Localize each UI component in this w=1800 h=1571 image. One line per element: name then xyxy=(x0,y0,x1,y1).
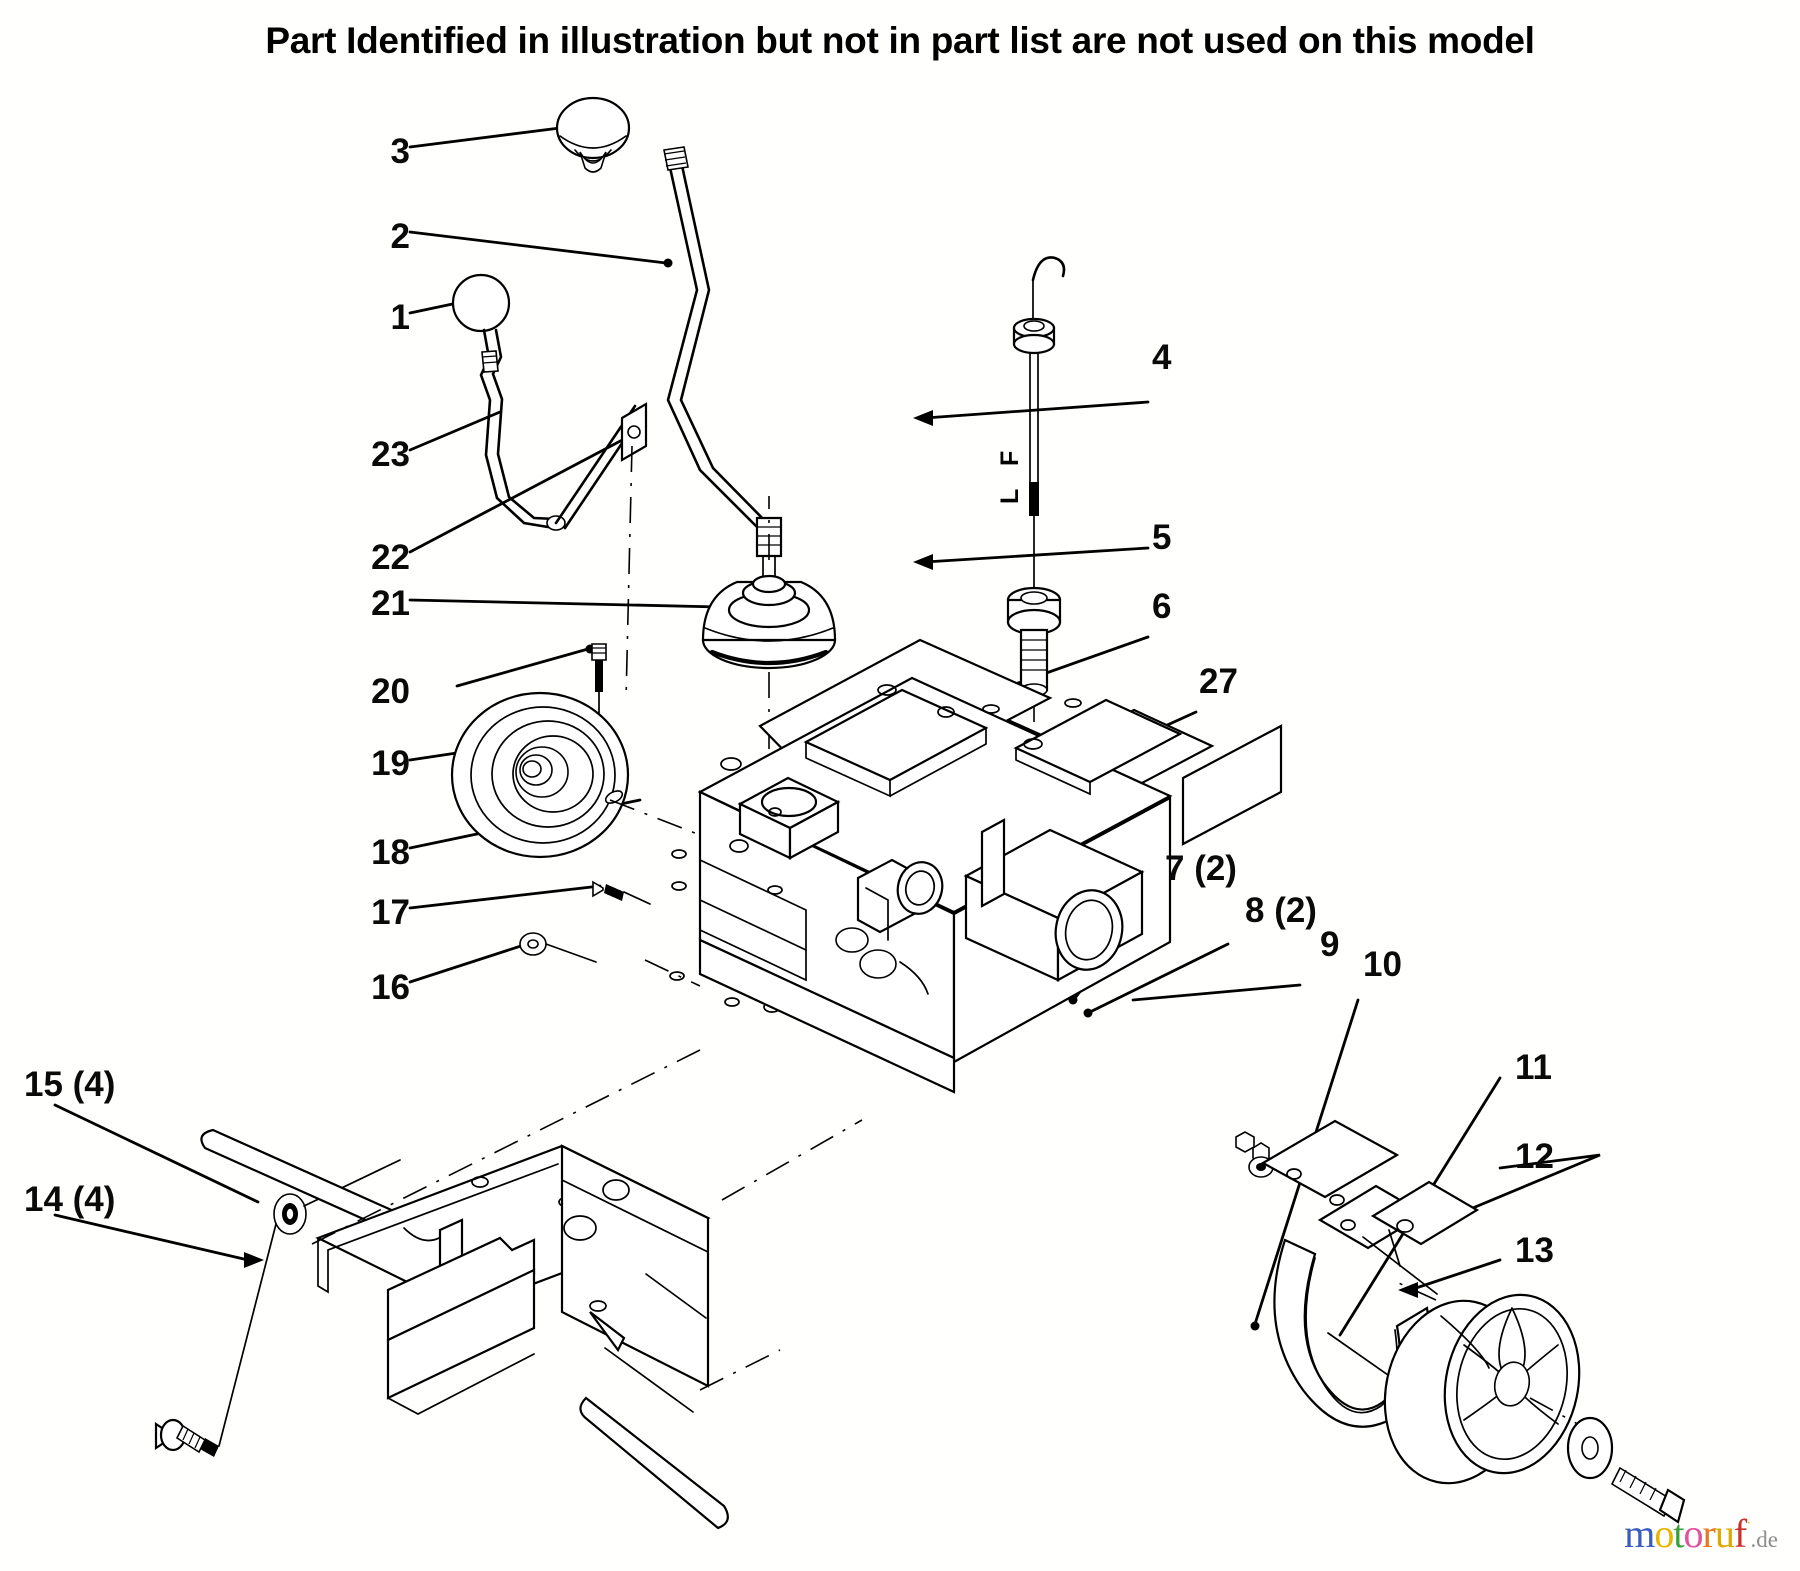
watermark-letter-t: t xyxy=(1673,1511,1684,1556)
lock-washer-frame-set xyxy=(274,1194,306,1234)
site-watermark: motoruf˙.de xyxy=(1624,1510,1778,1557)
callout-14: 14 (4) xyxy=(24,1180,116,1219)
callout-2: 2 xyxy=(390,217,410,256)
callout-16: 16 xyxy=(371,968,410,1007)
callout-27: 27 xyxy=(1199,662,1238,701)
callout-8: 8 (2) xyxy=(1245,891,1317,930)
callout-9: 9 xyxy=(1320,925,1340,964)
callout-20: 20 xyxy=(371,672,410,711)
callout-22: 22 xyxy=(371,538,410,577)
callout-5: 5 xyxy=(1152,518,1172,557)
callout-23: 23 xyxy=(371,435,410,474)
fan-flat-washer xyxy=(1568,1418,1612,1478)
svg-text:F: F xyxy=(996,451,1024,466)
callout-19: 19 xyxy=(371,744,410,783)
fan-retaining-screw xyxy=(1612,1468,1684,1522)
shift-boot xyxy=(703,496,835,795)
callout-21: 21 xyxy=(371,584,410,623)
watermark-letter-m: m xyxy=(1624,1511,1655,1556)
cooling-fan xyxy=(1368,1280,1596,1497)
hex-bolt-transmission xyxy=(593,882,650,904)
flat-washer-transmission xyxy=(520,933,596,962)
drive-pulley xyxy=(452,693,700,857)
callout-4: 4 xyxy=(1152,338,1172,377)
watermark-dot: ˙ xyxy=(1746,1519,1751,1537)
callout-7: 7 (2) xyxy=(1165,849,1237,888)
watermark-letter-u: u xyxy=(1714,1511,1735,1556)
callout-6: 6 xyxy=(1152,587,1172,626)
callout-11: 11 xyxy=(1515,1048,1552,1087)
watermark-letter-o1: o xyxy=(1654,1511,1674,1556)
watermark-letter-o2: o xyxy=(1683,1511,1704,1556)
callout-10: 10 xyxy=(1363,945,1402,984)
callout-18: 18 xyxy=(371,833,410,872)
upper-shift-rod xyxy=(664,147,781,602)
callout-13: 13 xyxy=(1515,1231,1554,1270)
watermark-letter-r: r xyxy=(1702,1511,1716,1556)
callout-12: 12 xyxy=(1515,1137,1554,1176)
identification-decal xyxy=(1183,726,1281,844)
dipstick: F L xyxy=(996,257,1064,590)
watermark-suffix: .de xyxy=(1750,1527,1778,1552)
knob-upper-shift-lever xyxy=(557,98,629,172)
transmission-case xyxy=(645,640,1212,1092)
svg-text:L: L xyxy=(996,489,1024,504)
page-title: Part Identified in illustration but not … xyxy=(265,20,1535,61)
watermark-letter-f: f xyxy=(1733,1511,1747,1556)
callout-15: 15 (4) xyxy=(24,1065,116,1104)
frame-bracket-assembly xyxy=(201,1050,862,1528)
knob-lower-lever xyxy=(453,275,509,331)
filler-cap-vent xyxy=(1008,588,1060,740)
bypass-lever-assembly xyxy=(481,330,646,700)
mounting-bracket-plate xyxy=(1263,1121,1477,1248)
callout-17: 17 xyxy=(371,893,410,932)
callout-1: 1 xyxy=(390,298,410,337)
callout-3: 3 xyxy=(390,132,410,171)
